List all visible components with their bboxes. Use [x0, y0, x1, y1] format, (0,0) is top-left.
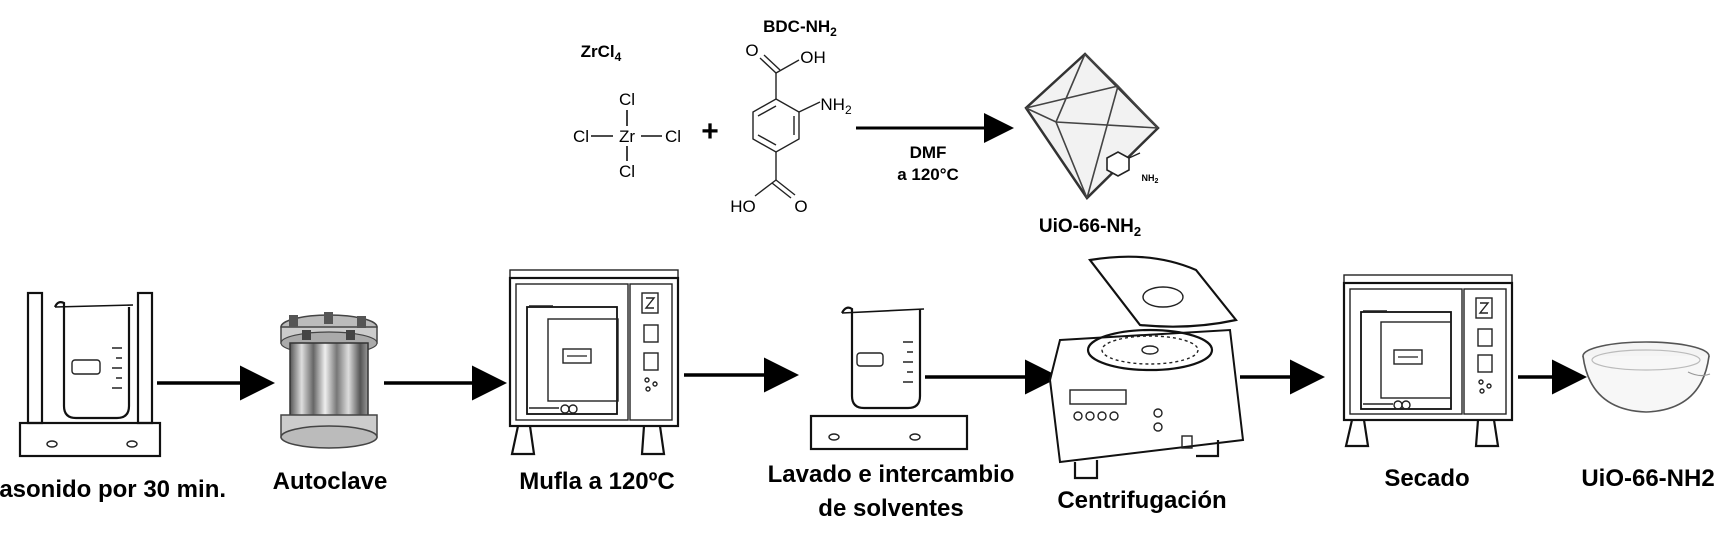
uio66-octahedron-icon: NH2	[1024, 52, 1160, 200]
step-label-secado: Secado	[1384, 465, 1469, 492]
step-label-mufla: Mufla a 120ºC	[519, 468, 674, 495]
centrifuge-icon	[1048, 255, 1245, 480]
plus-sign: +	[701, 115, 719, 148]
reaction-scheme: ZrCl4 Cl Zr Cl Cl Cl + BDC-NH2 O	[573, 17, 1160, 239]
ultrasonic-bath-icon	[18, 291, 162, 458]
evaporating-dish-icon	[1582, 341, 1711, 413]
atom-cl-left: Cl	[573, 127, 589, 146]
zrcl4-label: ZrCl4	[581, 42, 622, 64]
step-label-lavado-line1: Lavado e intercambio	[768, 461, 1015, 488]
atom-o-bottom: O	[794, 197, 807, 216]
atom-cl-top: Cl	[619, 90, 635, 109]
condition-solvent: DMF	[910, 143, 947, 162]
atom-cl-right: Cl	[665, 127, 681, 146]
bdc-nh2-label: BDC-NH2	[763, 17, 837, 39]
zrcl4-structure: ZrCl4 Cl Zr Cl Cl Cl	[573, 42, 681, 181]
step-label-product: UiO-66-NH2	[1581, 465, 1714, 492]
step-label-ultrasonido: Ultrasonido por 30 min.	[0, 476, 226, 503]
atom-o-top: O	[745, 41, 758, 60]
autoclave-icon	[280, 312, 378, 449]
atom-ho-bottom: HO	[730, 197, 756, 216]
product-label: UiO-66-NH2	[1039, 216, 1141, 239]
beaker-on-stirrer-icon	[809, 306, 969, 451]
octahedron-nh2-label: NH2	[1142, 173, 1159, 185]
atom-cl-bottom: Cl	[619, 162, 635, 181]
process-flow: Ultrasonido por 30 min. Autoclave	[0, 255, 1715, 522]
bdc-nh2-structure: BDC-NH2 O OH NH2 HO O	[730, 17, 852, 216]
step-label-autoclave: Autoclave	[273, 468, 388, 495]
atom-oh-top: OH	[800, 48, 826, 67]
drying-oven-icon	[1342, 274, 1514, 448]
condition-temperature: a 120°C	[897, 165, 959, 184]
atom-zr: Zr	[619, 127, 635, 146]
atom-nh2: NH2	[820, 95, 852, 117]
step-label-lavado-line2: de solventes	[818, 495, 963, 522]
muffle-furnace-icon	[508, 269, 680, 456]
step-label-centrifugacion: Centrifugación	[1057, 487, 1226, 514]
